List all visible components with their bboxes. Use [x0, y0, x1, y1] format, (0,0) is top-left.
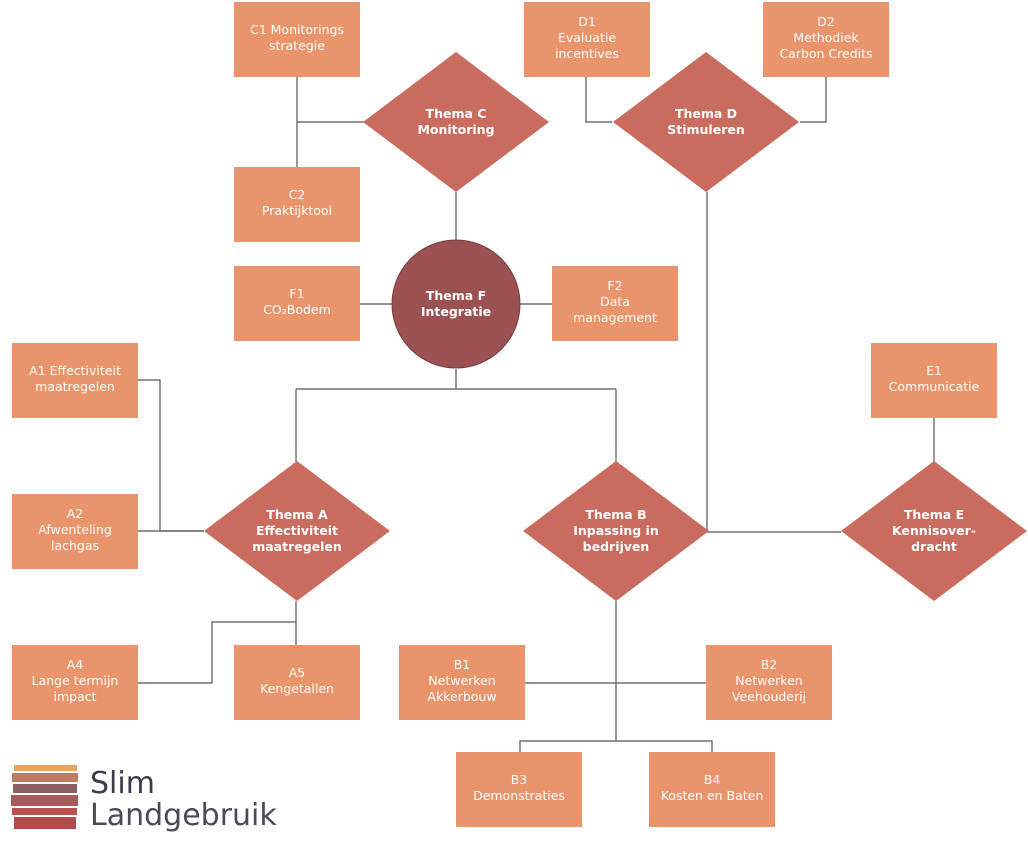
topic-box-line: Carbon Credits — [779, 46, 873, 61]
topic-box-line: Data — [600, 294, 630, 309]
topic-box-line: Methodiek — [793, 30, 859, 45]
theme-c-shape — [363, 52, 549, 192]
topic-box-line: lachgas — [50, 538, 100, 553]
theme-label-line: Kennisover- — [891, 523, 977, 538]
theme-label-line: bedrijven — [582, 539, 650, 554]
topic-box-line: C1 Monitorings — [249, 22, 344, 37]
topic-box-line: Lange termijn — [31, 673, 119, 688]
topic-box-line: E1 — [926, 363, 942, 378]
topic-box-line: Netwerken — [428, 673, 496, 688]
theme-b-shape — [523, 461, 709, 601]
theme-label-line: Integratie — [420, 304, 492, 319]
topic-box-line: impact — [53, 689, 97, 704]
topic-box-line: Netwerken — [735, 673, 803, 688]
connector-line — [519, 740, 713, 752]
connector-line — [800, 77, 827, 123]
connector-line — [706, 192, 841, 533]
theme-label-line: Thema B — [585, 507, 647, 522]
theme-label-line: Thema E — [903, 507, 965, 522]
topic-box-line: B1 — [453, 657, 471, 672]
theme-f-shape — [391, 239, 521, 369]
topic-box-line: Demonstraties — [473, 788, 565, 803]
theme-d-shape — [613, 52, 799, 192]
topic-box-line: strategie — [269, 38, 325, 53]
topic-box-line: F1 — [289, 286, 305, 301]
topic-box-line: Veehouderij — [731, 689, 807, 704]
topic-box-line: D2 — [817, 14, 835, 29]
theme-label-line: dracht — [911, 539, 957, 554]
topic-box-line: D1 — [578, 14, 596, 29]
topic-box-line: maatregelen — [35, 379, 115, 394]
topic-box-line: management — [573, 310, 657, 325]
topic-box-line: B3 — [510, 772, 528, 787]
theme-label-line: Thema F — [425, 288, 487, 303]
logo-mark-icon — [11, 765, 78, 829]
topic-box-line: Evaluatie — [557, 30, 617, 45]
theme-label-line: Monitoring — [417, 122, 495, 137]
theme-e-shape — [841, 461, 1027, 601]
topic-box-line: B4 — [703, 772, 721, 787]
theme-label-line: Thema C — [425, 106, 487, 121]
topic-box-line: CO₂Bodem — [263, 302, 331, 317]
topic-box-line: B2 — [760, 657, 778, 672]
connector-line — [585, 77, 612, 123]
topic-box-line: Afwenteling — [38, 522, 112, 537]
topic-box-line: Kengetallen — [260, 681, 334, 696]
theme-a-shape — [204, 461, 390, 601]
theme-label-line: Inpassing in — [573, 523, 659, 538]
connector-line — [138, 379, 204, 532]
theme-label-line: Thema A — [266, 507, 328, 522]
topic-box-line: Akkerbouw — [427, 689, 497, 704]
topic-box-line: A4 — [66, 657, 84, 672]
topic-box-line: A2 — [66, 506, 84, 521]
topic-box-line: F2 — [607, 278, 623, 293]
theme-label-line: Thema D — [674, 106, 738, 121]
theme-label-line: Stimuleren — [667, 122, 745, 137]
logo-word-landgebruik: Landgebruik — [90, 798, 277, 833]
topic-box-line: A1 Effectiviteit — [29, 363, 121, 378]
topic-box-line: Praktijktool — [261, 203, 333, 218]
theme-label-line: Effectiviteit — [256, 523, 338, 538]
logo-word-slim: Slim — [90, 766, 155, 801]
topic-box-line: A5 — [288, 665, 306, 680]
topic-box-line: incentives — [555, 46, 619, 61]
theme-label-line: maatregelen — [252, 539, 342, 554]
topic-box-line: C2 — [288, 187, 306, 202]
topic-box-line: Kosten en Baten — [660, 788, 764, 803]
topic-box-line: Communicatie — [888, 379, 980, 394]
connector-line — [138, 621, 296, 684]
